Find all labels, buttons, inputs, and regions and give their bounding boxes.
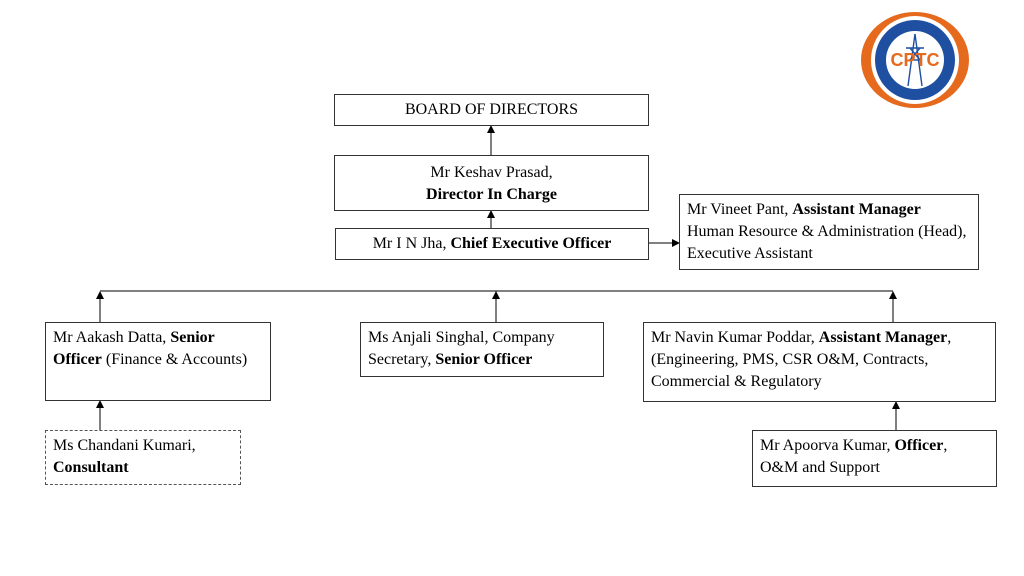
director-title: Director In Charge [426, 186, 557, 203]
node-company-secretary: Ms Anjali Singhal, Company Secretary, Se… [360, 322, 604, 377]
logo-acronym: CPTC [891, 50, 940, 70]
engineering-name: Mr Navin Kumar Poddar, [651, 329, 819, 346]
engineering-role: , (Engineering, PMS, CSR O&M, Contracts,… [651, 329, 952, 390]
officer-title: Officer [894, 437, 944, 454]
secretary-title: Senior Officer [435, 351, 533, 368]
node-consultant: Ms Chandani Kumari, Consultant [45, 430, 241, 485]
node-officer-om: Mr Apoorva Kumar, Officer, O&M and Suppo… [752, 430, 997, 487]
node-chief-executive-officer: Mr I N Jha, Chief Executive Officer [335, 228, 649, 260]
node-assistant-manager-engineering: Mr Navin Kumar Poddar, Assistant Manager… [643, 322, 996, 402]
ceo-title: Chief Executive Officer [450, 235, 612, 252]
board-label: BOARD OF DIRECTORS [404, 101, 579, 118]
officer-name: Mr Apoorva Kumar, [760, 437, 895, 454]
engineering-title: Assistant Manager [818, 329, 948, 346]
ceo-name: Mr I N Jha, [372, 235, 451, 252]
company-logo: CPTC [858, 10, 972, 110]
secretary-name: Ms Anjali Singhal, Company Secretary, [368, 329, 555, 368]
finance-role: (Finance & Accounts) [101, 351, 248, 368]
node-assistant-manager-hr: Mr Vineet Pant, Assistant Manager Human … [679, 194, 979, 270]
node-senior-officer-finance: Mr Aakash Datta, Senior Officer (Finance… [45, 322, 271, 401]
consultant-name: Ms Chandani Kumari, [53, 437, 196, 454]
director-name: Mr Keshav Prasad, [430, 164, 553, 181]
transmission-tower-icon [906, 33, 924, 87]
hr-name: Mr Vineet Pant, [687, 201, 793, 218]
finance-name: Mr Aakash Datta, [53, 329, 171, 346]
hr-title: Assistant Manager [792, 201, 921, 218]
finance-title: Senior Officer [53, 329, 215, 368]
consultant-title: Consultant [53, 459, 129, 476]
node-director-in-charge: Mr Keshav Prasad, Director In Charge [334, 155, 649, 211]
hr-role: Human Resource & Administration (Head), … [687, 223, 967, 262]
officer-role: , O&M and Support [760, 437, 948, 476]
node-board-of-directors: BOARD OF DIRECTORS [334, 94, 649, 126]
